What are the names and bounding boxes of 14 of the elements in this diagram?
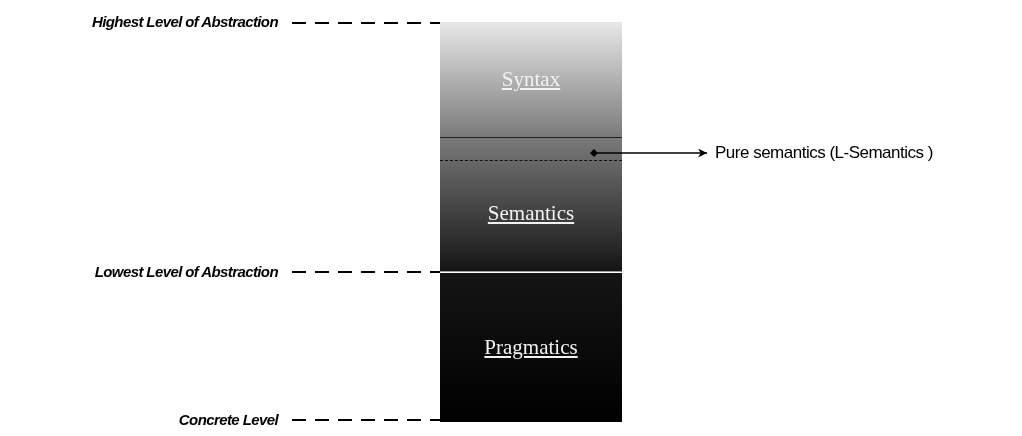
- leader-line: [291, 271, 441, 273]
- arrow: [590, 148, 708, 158]
- leader-line: [291, 419, 441, 421]
- level-label: Concrete Level: [120, 411, 278, 431]
- layer-title: Semantics: [487, 201, 575, 226]
- layer-band: [440, 22, 622, 138]
- layer-band: [440, 273, 622, 422]
- leader-line: [291, 22, 441, 24]
- level-label: Lowest Level of Abstraction: [10, 263, 278, 283]
- layer-title: Syntax: [501, 67, 561, 92]
- layer-band: [440, 138, 622, 272]
- level-label: Highest Level of Abstraction: [10, 13, 278, 33]
- layer-title: Pragmatics: [484, 335, 578, 360]
- callout-text: Pure semantics (L-Semantics ): [715, 143, 1015, 163]
